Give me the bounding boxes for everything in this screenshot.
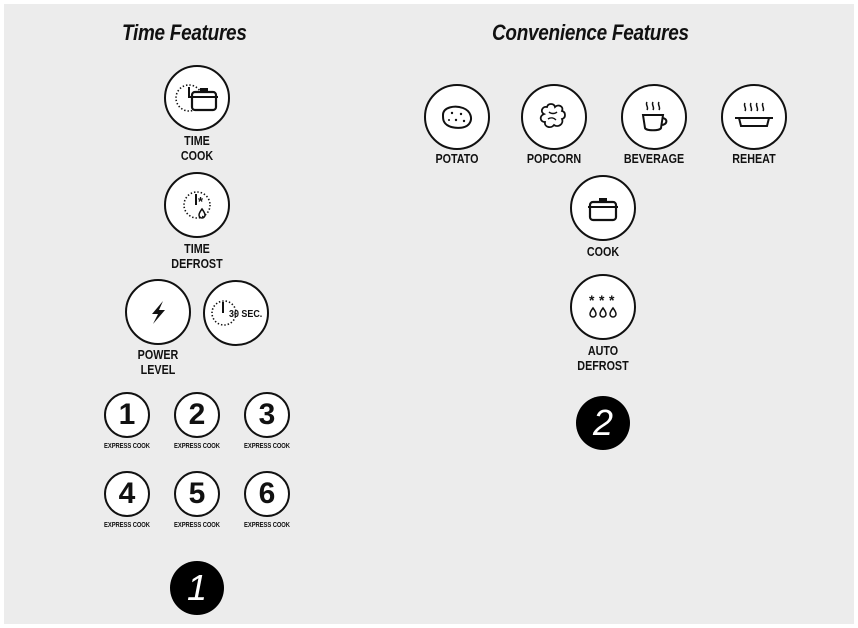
auto-defrost-label: AUTO DEFROST — [577, 344, 629, 373]
express-cook-4-label: EXPRESS COOK — [104, 520, 150, 529]
express-cook-6-number: 6 — [258, 477, 276, 510]
express-cook-6-label: EXPRESS COOK — [244, 520, 290, 529]
lightning-bolt-icon — [143, 297, 173, 327]
express-cook-5-button[interactable]: 5 — [174, 471, 220, 517]
svg-text:*: * — [198, 194, 204, 209]
potato-label: POTATO — [435, 152, 479, 166]
auto-defrost-button[interactable]: * * * — [570, 274, 636, 340]
power-level-label: POWER LEVEL — [137, 348, 179, 377]
cook-label: COOK — [586, 245, 620, 259]
pot-icon — [585, 193, 621, 223]
express-cook-2-number: 2 — [188, 398, 206, 431]
time-defrost-label: TIME DEFROST — [171, 242, 223, 271]
express-cook-5-label: EXPRESS COOK — [174, 520, 220, 529]
reheat-button[interactable] — [721, 84, 787, 150]
add-30-sec-label: 30 SEC. — [229, 308, 263, 320]
add-30-sec-button[interactable]: 30 SEC. — [203, 280, 269, 346]
express-cook-4-number: 4 — [118, 477, 136, 510]
express-cook-2-label: EXPRESS COOK — [174, 441, 220, 450]
snowflakes-drops-icon: * * * — [583, 290, 623, 324]
express-cook-6-button[interactable]: 6 — [244, 471, 290, 517]
express-cook-2-button[interactable]: 2 — [174, 392, 220, 438]
beverage-label: BEVERAGE — [623, 152, 685, 166]
time-cook-button[interactable] — [164, 65, 230, 131]
svg-text:*: * — [609, 292, 615, 308]
clock-icon — [210, 296, 262, 330]
potato-button[interactable] — [424, 84, 490, 150]
beverage-button[interactable] — [621, 84, 687, 150]
power-level-button[interactable] — [125, 279, 191, 345]
express-cook-4-button[interactable]: 4 — [104, 471, 150, 517]
reheat-label: REHEAT — [732, 152, 776, 166]
express-cook-1-button[interactable]: 1 — [104, 392, 150, 438]
steaming-cup-icon — [634, 98, 674, 136]
express-cook-3-number: 3 — [258, 398, 276, 431]
express-cook-1-number: 1 — [118, 398, 136, 431]
time-defrost-button[interactable]: * — [164, 172, 230, 238]
cook-button[interactable] — [570, 175, 636, 241]
time-cook-label: TIME COOK — [180, 134, 214, 163]
popcorn-icon — [534, 100, 574, 134]
express-cook-3-button[interactable]: 3 — [244, 392, 290, 438]
steaming-dish-icon — [731, 99, 777, 135]
svg-text:*: * — [589, 292, 595, 308]
clock-snowflake-drop-icon: * — [177, 185, 217, 225]
potato-icon — [437, 101, 477, 133]
svg-text:*: * — [599, 292, 605, 308]
callout-badge-2: 2 — [576, 396, 630, 450]
popcorn-button[interactable] — [521, 84, 587, 150]
convenience-features-heading: Convenience Features — [492, 20, 689, 45]
express-cook-1-label: EXPRESS COOK — [104, 441, 150, 450]
clock-pot-icon — [173, 78, 221, 118]
express-cook-5-number: 5 — [188, 477, 206, 510]
control-panel: Time Features TIME COOK * TIME — [4, 4, 854, 624]
popcorn-label: POPCORN — [526, 152, 582, 166]
time-features-heading: Time Features — [122, 20, 247, 45]
callout-badge-1: 1 — [170, 561, 224, 615]
express-cook-3-label: EXPRESS COOK — [244, 441, 290, 450]
